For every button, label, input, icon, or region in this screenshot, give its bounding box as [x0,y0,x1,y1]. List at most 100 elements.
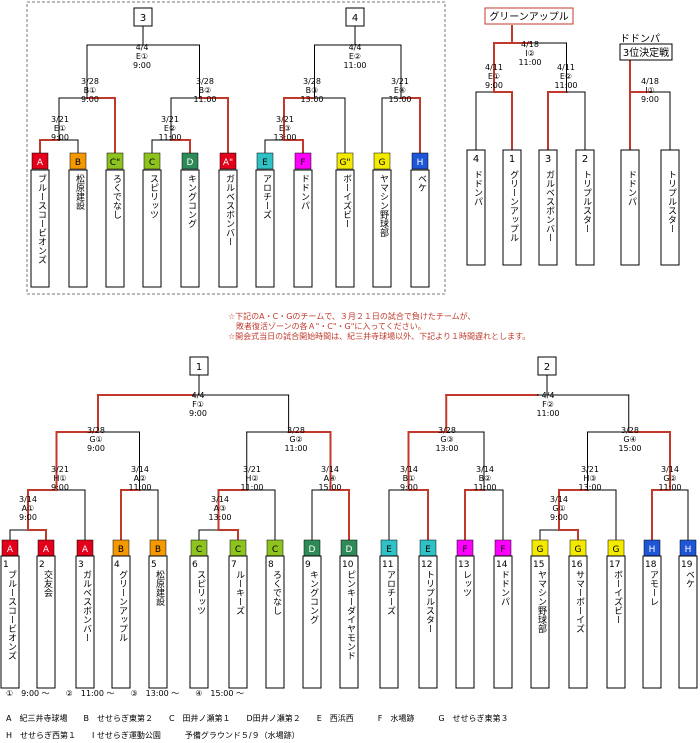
match-label-time: 9:00 [189,409,207,418]
team-name: ガルベスボンバー [224,174,235,246]
team-name-box [293,169,313,288]
team-name: ヤマシン野球部 [378,174,389,238]
match-label-ground: I② [525,49,535,58]
notice-line-2: 敗者復活ゾーンの各Ａ"・C"・G"に入ってください。 [228,322,426,331]
match-label-date: 3/14 [661,465,679,474]
team-name-box [606,555,626,689]
final-team-name: トリプルスター [581,170,592,233]
match-label-ground: A② [134,474,147,483]
match-label-ground: E③ [279,124,291,133]
team-number: 19 [681,560,693,570]
match-label-ground: B② [199,86,212,95]
final-rank: 1 [509,154,515,165]
final-team-name: ドドンパ [626,170,637,206]
team-number: 5 [151,560,157,570]
match-label-time: 15:00 [388,95,411,104]
match-label-time: 11:00 [128,483,151,492]
final-team-name: トリプルスター [666,170,677,233]
match-label-ground: G④ [623,435,636,444]
team-badge-letter: F [500,545,505,555]
team-badge-letter: B [75,158,81,168]
team-number: 10 [342,560,354,570]
team-name: キングコング [186,174,197,228]
team-name: ルーキーズ [234,570,245,615]
match-label-date: 4/11 [485,63,503,72]
team-name: ろくでなし [111,174,122,219]
team-badge [69,152,87,170]
team-name-box [379,555,399,689]
team-name-box [335,169,355,288]
match-label-ground: G③ [440,435,453,444]
team-badge-letter: H [649,545,656,555]
team-badge-letter: B [118,545,124,555]
match-label-ground: E① [54,124,66,133]
team-name: キングコング [308,570,319,624]
team-name-box [36,555,56,689]
final-rank: 3 [545,154,551,165]
group-2-number: 2 [544,362,550,373]
team-badge-letter: A" [223,158,233,168]
team-name-box [189,555,209,689]
team-badge-letter: D [346,545,353,555]
team-name-box [418,555,438,689]
team-number: 1 [3,560,9,570]
team-name-box [148,555,168,689]
match-label-time: 13:00 [208,513,231,522]
team-name-box [302,555,322,689]
match-label-date: 3/28 [196,77,214,86]
match-label-date: 3/21 [391,77,409,86]
time-legend: ① 9:00 ～ ② 11:00 ～ ③ 13:00 ～ ④ 15:00 ～ [6,689,244,698]
team-name-box [218,169,238,288]
match-label-time: 9:00 [133,61,151,70]
final-team-box [620,149,640,266]
bracket-marks: AブルースコービオンズB松原建設C"ろくでなしCスピリッツDキングコングA"ガル… [0,7,698,689]
team-badge [373,152,391,170]
match-label-date: 3/14 [476,465,494,474]
match-label-date: 4/4 [542,391,555,400]
team-name-box [678,555,698,689]
team-badge-letter: G [575,545,582,555]
match-label-date: 3/21 [581,465,599,474]
team-name-box [530,555,550,689]
team-name-box [265,555,285,689]
match-label-ground: E① [488,72,500,81]
match-label-ground: E② [349,52,361,61]
team-number: 8 [268,560,274,570]
match-label-date: 3/21 [161,115,179,124]
final-team-box [660,149,680,266]
match-label-date: 3/14 [400,465,418,474]
group-4-box [345,7,365,27]
team-name-box [255,169,275,288]
venue-legend-2: H せせらぎ西第１ I せせらぎ運動公園 予備グラウンド５/９（水場跡） [6,731,300,740]
match-label-time: 11:00 [473,483,496,492]
team-number: 15 [533,560,544,570]
team-badge-letter: E [386,545,392,555]
match-label-ground: A③ [214,504,227,513]
match-label-ground: G① [89,435,102,444]
match-label-ground: E④ [394,86,406,95]
match-label-time: 11:00 [536,409,559,418]
match-label-time: 9:00 [485,81,503,90]
team-name: ベケ [684,570,695,588]
team-badge-letter: G" [339,158,350,168]
match-label-ground: F① [192,400,204,409]
team-name: ろくでなし [271,570,282,615]
match-label-date: 3/28 [81,77,99,86]
team-name: ドドンパ [499,570,510,606]
match-label-time: 13:00 [578,483,601,492]
match-label-date: 3/28 [438,426,456,435]
team-number: 13 [458,560,469,570]
team-name-box [180,169,200,288]
team-badge-letter: A [7,545,14,555]
team-name: ドドンパ [299,174,310,210]
team-name-box [75,555,95,689]
group-1-number: 1 [196,362,202,373]
team-badge-letter: E [425,545,431,555]
notice-line-1: ☆下記のA・C・Gのチームで、３月２１日の試合で負けたチームが、 [228,312,476,321]
match-label-ground: E② [164,124,176,133]
team-number: 4 [114,560,120,570]
team-badge-letter: G [537,545,544,555]
bracket-lines [9,25,689,541]
match-label-time: 9:00 [51,483,69,492]
